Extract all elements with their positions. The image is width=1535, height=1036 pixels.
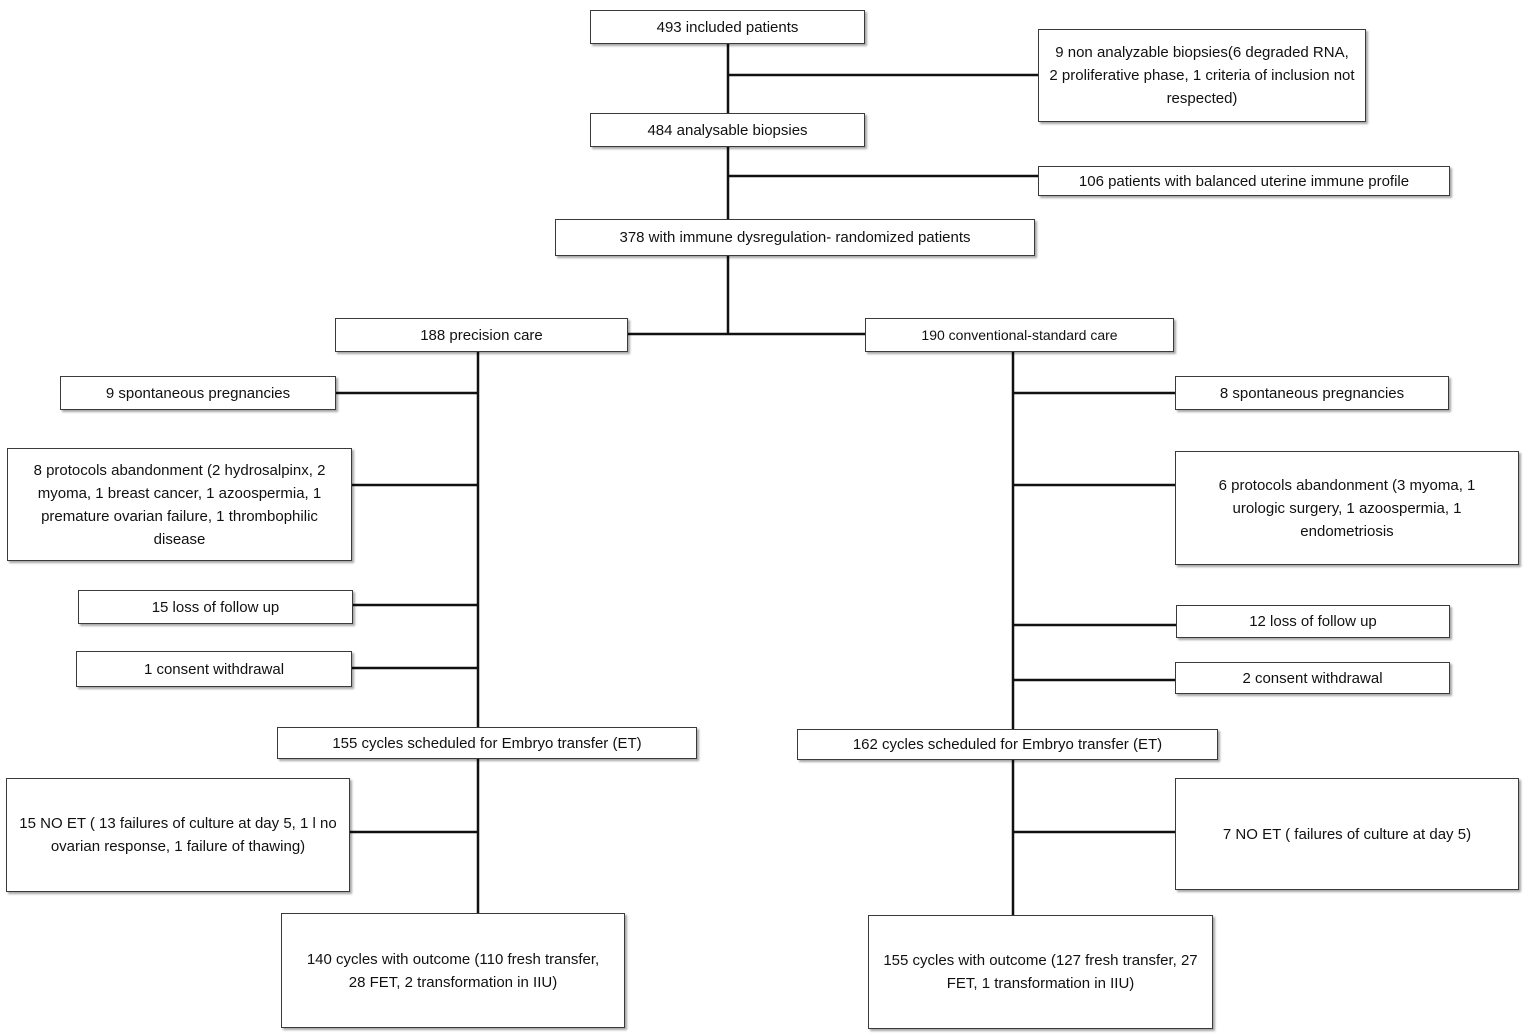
box-non-analyzable-biopsies: 9 non analyzable biopsies(6 degraded RNA…	[1038, 29, 1366, 122]
box-left-cycles-scheduled: 155 cycles scheduled for Embryo transfer…	[277, 727, 697, 759]
box-analysable-biopsies: 484 analysable biopsies	[590, 113, 865, 147]
box-randomized-patients: 378 with immune dysregulation- randomize…	[555, 219, 1035, 256]
box-right-spontaneous-pregnancies: 8 spontaneous pregnancies	[1175, 376, 1449, 410]
box-included-patients: 493 included patients	[590, 10, 865, 44]
box-right-consent-withdrawal: 2 consent withdrawal	[1175, 662, 1450, 694]
box-left-consent-withdrawal: 1 consent withdrawal	[76, 651, 352, 687]
box-right-no-et: 7 NO ET ( failures of culture at day 5)	[1175, 778, 1519, 890]
box-balanced-immune-profile: 106 patients with balanced uterine immun…	[1038, 166, 1450, 196]
box-conventional-care: 190 conventional-standard care	[865, 318, 1174, 352]
box-left-protocols-abandonment: 8 protocols abandonment (2 hydrosalpinx,…	[7, 448, 352, 561]
box-right-cycles-with-outcome: 155 cycles with outcome (127 fresh trans…	[868, 915, 1213, 1029]
box-left-no-et: 15 NO ET ( 13 failures of culture at day…	[6, 778, 350, 892]
box-left-cycles-with-outcome: 140 cycles with outcome (110 fresh trans…	[281, 913, 625, 1028]
box-left-spontaneous-pregnancies: 9 spontaneous pregnancies	[60, 376, 336, 410]
box-right-cycles-scheduled: 162 cycles scheduled for Embryo transfer…	[797, 729, 1218, 760]
box-left-loss-of-follow-up: 15 loss of follow up	[78, 590, 353, 624]
box-right-protocols-abandonment: 6 protocols abandonment (3 myoma, 1 urol…	[1175, 451, 1519, 565]
box-right-loss-of-follow-up: 12 loss of follow up	[1176, 605, 1450, 638]
box-precision-care: 188 precision care	[335, 318, 628, 352]
